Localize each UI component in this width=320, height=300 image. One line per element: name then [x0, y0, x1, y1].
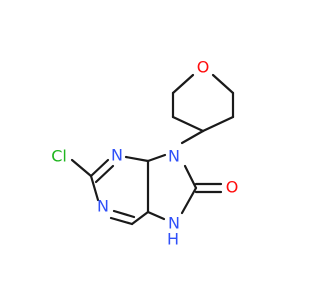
molecule-diagram: O Cl N N N O N H [51, 58, 239, 249]
molecule-structure: O Cl N N N O N H [51, 58, 239, 249]
bond-n3-c2-double-a [89, 158, 110, 178]
bond-n1-c6-double-b [112, 209, 136, 219]
bond-c2-cl [70, 158, 93, 178]
bond-n1-c6-double-a [109, 216, 134, 226]
bond-n3-c2-double-b [94, 164, 115, 184]
bond-c-left-o [171, 73, 195, 95]
ring-oxygen-label: O [197, 58, 210, 77]
chlorine-label: Cl [51, 147, 67, 166]
bond-c4-n9 [180, 129, 205, 145]
n3-label: N [111, 146, 123, 165]
bond-c4-c-lower-left [171, 115, 205, 133]
n9-label: N [168, 147, 180, 166]
bond-o-c-right [211, 73, 235, 95]
bond-c4-purine-n3 [124, 155, 150, 163]
bond-c-lower-right-c4 [201, 115, 235, 133]
bond-c4-n9-ring [146, 153, 167, 163]
bond-nh-c5 [146, 210, 166, 221]
bond-c6-c5 [130, 210, 150, 226]
carbonyl-oxygen-label: O [226, 178, 239, 197]
nh-hydrogen-label: H [167, 230, 179, 249]
nh-nitrogen-label: N [168, 214, 180, 233]
bond-c2-n1 [89, 174, 100, 202]
bond-n9-c8 [183, 164, 198, 190]
bond-c8-nh [180, 186, 198, 215]
n1-label: N [97, 197, 109, 216]
